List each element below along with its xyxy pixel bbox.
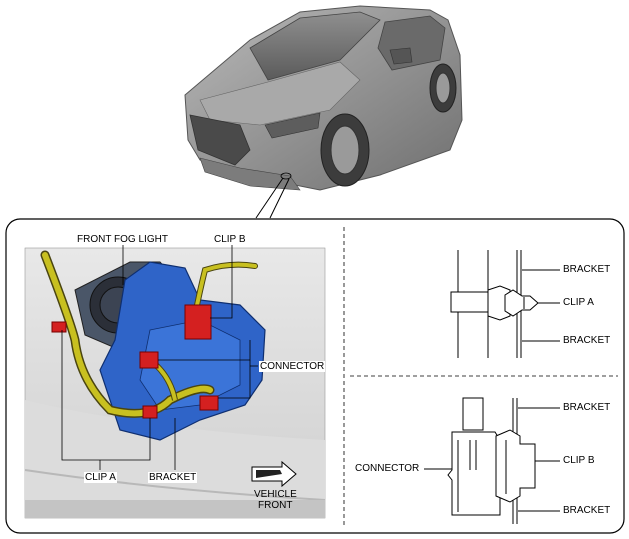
detail-b-label-clip: CLIP B: [563, 455, 595, 466]
callout-leader: [255, 177, 290, 219]
label-clip-a: CLIP A: [84, 472, 117, 483]
connector-mark-1: [139, 351, 159, 369]
label-clip-b: CLIP B: [213, 234, 247, 245]
detail-a-label-clip: CLIP A: [563, 297, 594, 308]
clip-b-mark: [184, 304, 212, 340]
photo-leaders: [61, 244, 258, 470]
label-connector: CONNECTOR: [259, 361, 326, 372]
label-vehicle-front-line2: FRONT: [258, 500, 293, 511]
detail-clip-a: [450, 250, 560, 358]
label-vehicle-front-line1: VEHICLE: [254, 489, 297, 500]
label-bracket: BRACKET: [148, 472, 198, 483]
clip-a-mark-2: [142, 405, 158, 419]
detail-b-label-bracket-bottom: BRACKET: [563, 505, 611, 516]
detail-a-label-bracket-top: BRACKET: [563, 264, 611, 275]
arrow-right-icon: [251, 460, 297, 488]
detail-a-label-bracket-bottom: BRACKET: [563, 335, 611, 346]
connector-mark-2: [199, 395, 219, 411]
label-front-fog-light: FRONT FOG LIGHT: [76, 234, 169, 245]
detail-frame: [5, 218, 625, 534]
detail-b-label-bracket-top: BRACKET: [563, 402, 611, 413]
detail-clip-b: [424, 397, 560, 524]
clip-a-mark-1: [51, 321, 67, 333]
detail-b-label-connector: CONNECTOR: [355, 463, 420, 474]
vehicle-illustration: [184, 5, 463, 191]
